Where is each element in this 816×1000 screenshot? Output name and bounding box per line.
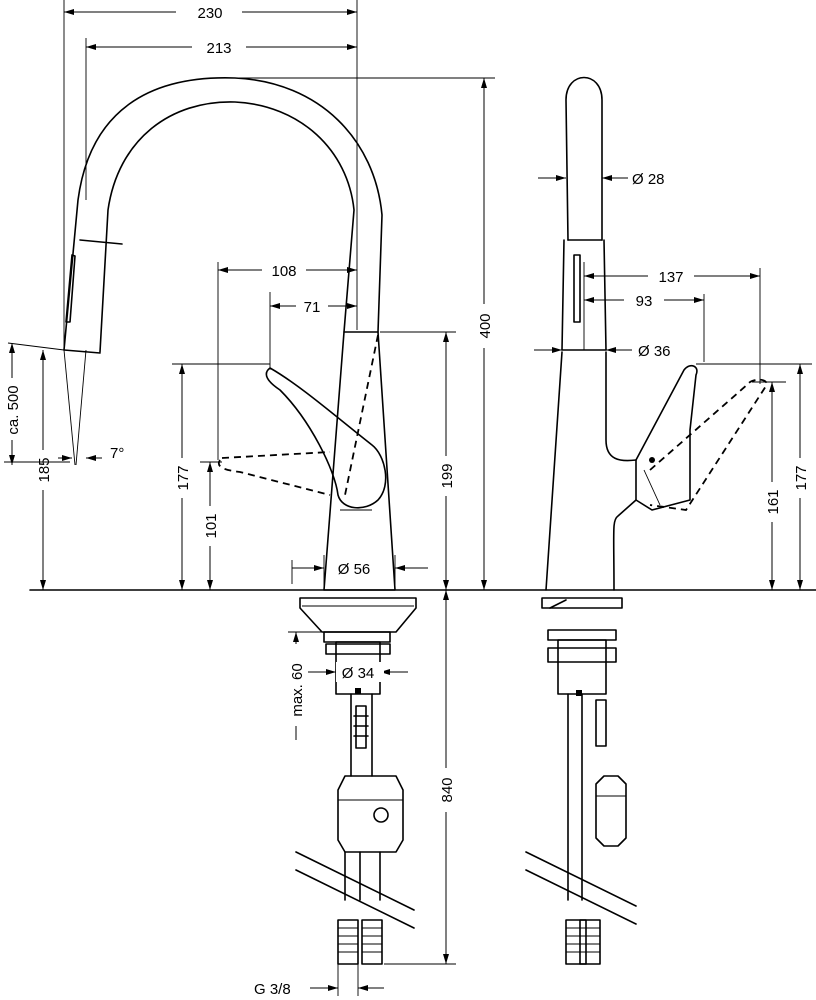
side-lever-open — [649, 378, 768, 511]
side-lever-pin — [649, 457, 655, 463]
dim-71-label: 71 — [304, 299, 321, 316]
dim-161-label: 161 — [765, 489, 782, 514]
side-hose-fitting — [595, 699, 607, 747]
dim-177-front-label: 177 — [175, 465, 192, 490]
dim-213-label: 213 — [206, 40, 231, 57]
shank-detail — [355, 688, 361, 694]
connector-right — [361, 919, 383, 965]
spray-head-joint — [79, 239, 123, 245]
side-lever-detail — [643, 469, 661, 506]
dim-g38-label: G 3/8 — [254, 981, 291, 998]
side-break-upper — [525, 851, 637, 907]
lever-alt-body — [344, 334, 379, 496]
side-connector-b — [579, 919, 601, 965]
dim-185-label: 185 — [36, 457, 53, 482]
mounting-nut — [323, 631, 391, 643]
connector-thread-right — [362, 927, 382, 953]
angle-line-a — [63, 349, 76, 466]
spout-outer-outline — [63, 77, 383, 351]
side-spray-button — [573, 254, 581, 323]
side-shank-detail — [576, 690, 582, 696]
mounting-plate — [299, 597, 417, 633]
side-body-outline — [545, 351, 637, 591]
shank-ring — [325, 643, 391, 655]
dim-137-label: 137 — [658, 269, 683, 286]
dim-93-label: 93 — [636, 293, 653, 310]
break-line-lower — [295, 869, 415, 929]
lever-handle — [265, 367, 387, 509]
dim-500-label: ca. 500 — [5, 385, 22, 434]
hose-weight — [337, 775, 404, 853]
side-connector-a — [565, 919, 587, 965]
lever-open-position — [218, 459, 331, 496]
dim-34-label: Ø 34 — [342, 665, 375, 682]
side-shank-ring — [547, 647, 617, 663]
hose-fitting-left — [355, 705, 367, 749]
spray-head-bottom — [63, 349, 101, 354]
side-connector-thread — [566, 927, 600, 953]
spout-inner-outline — [99, 101, 355, 353]
hose-weight-clip — [373, 807, 389, 823]
dim-177-side-label: 177 — [793, 465, 810, 490]
ext-spray — [7, 342, 65, 351]
side-nut — [547, 629, 617, 641]
side-mounting-plate — [541, 597, 623, 609]
dim-28-label: Ø 28 — [632, 171, 665, 188]
connector-thread-left — [338, 927, 358, 953]
side-mount-detail — [549, 599, 567, 609]
dim-101-label: 101 — [203, 513, 220, 538]
hose-fitting-mid — [353, 715, 369, 737]
angle-line-b — [75, 349, 87, 466]
dim-7-label: 7° — [110, 445, 124, 462]
dim-230-label: 230 — [197, 5, 222, 22]
side-view: Ø 28 Ø 36 137 93 161 177 — [525, 76, 812, 965]
connector-left — [337, 919, 359, 965]
spray-head-button — [65, 254, 76, 323]
faucet-body-outline — [323, 331, 396, 591]
side-break-lower — [525, 869, 637, 925]
break-line-upper — [295, 851, 415, 911]
dim-56-label: Ø 56 — [338, 561, 371, 578]
dim-60-label: max. 60 — [289, 663, 306, 716]
dim-400-label: 400 — [477, 313, 494, 338]
side-spout-outline — [565, 76, 603, 241]
dim-36-label: Ø 36 — [638, 343, 671, 360]
dim-199-label: 199 — [439, 463, 456, 488]
dim-108-label: 108 — [271, 263, 296, 280]
side-lever — [635, 364, 698, 511]
dim-840-label: 840 — [439, 777, 456, 802]
side-hose-weight — [595, 775, 627, 847]
lever-open-upper — [221, 451, 331, 459]
